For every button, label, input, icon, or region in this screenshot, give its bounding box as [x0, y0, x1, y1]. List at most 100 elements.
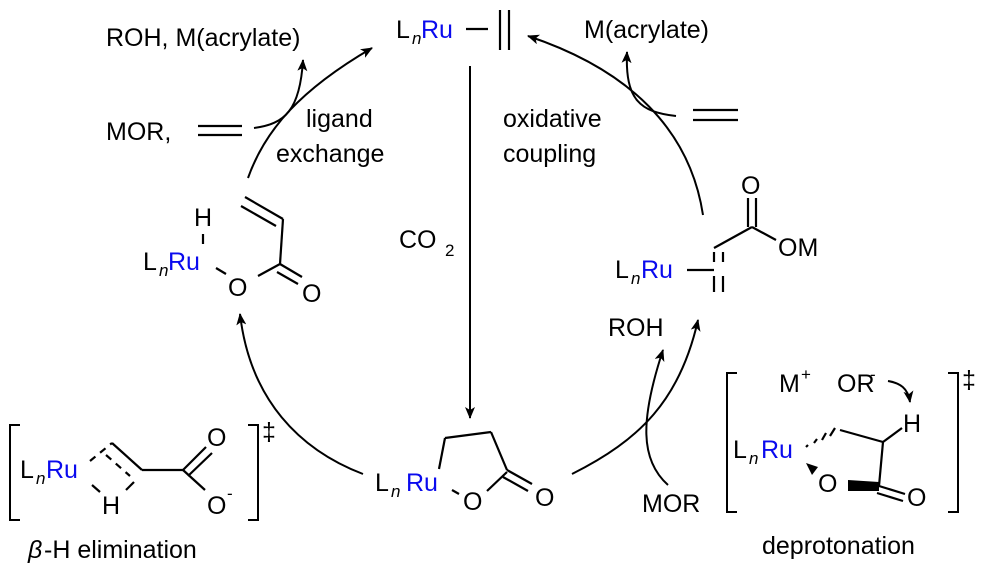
ligand-L: L: [375, 469, 389, 497]
c-c-bond: [278, 218, 285, 265]
carbonyl-bond-1: [878, 484, 906, 496]
metal-ru: Ru: [406, 469, 438, 497]
left-complex: L n Ru H O O: [143, 196, 321, 308]
ligand-n: n: [749, 449, 758, 468]
input-mor: MOR,: [106, 118, 171, 146]
acidic-hydrogen: H: [903, 410, 921, 438]
label-oxidative: oxidative: [503, 105, 602, 133]
input-mor-right: MOR: [642, 490, 700, 518]
metal-ru: Ru: [168, 248, 200, 276]
carbonyl-bond-1: [182, 446, 207, 471]
om-group: OM: [778, 234, 818, 262]
ch2-ch2-bond: [444, 430, 492, 440]
label-h-elimination: -H elimination: [44, 536, 197, 564]
c-o-bond: [182, 469, 206, 491]
product-m-acrylate: M(acrylate): [584, 16, 709, 44]
carbonyl-bond-1: [279, 263, 303, 278]
carbonyl-oxygen: O: [302, 280, 321, 308]
ts-beta-h-elimination: ‡ L n Ru H O O - β -H elimination: [9, 418, 276, 564]
bracket-right: [248, 424, 259, 521]
ligand-L: L: [20, 456, 34, 484]
right-complex: L n Ru O OM: [615, 172, 818, 292]
counter-ion-m: M: [779, 370, 800, 398]
arrow-mor-to-roh: [645, 349, 669, 486]
bottom-complex: L n Ru O O: [375, 430, 554, 516]
double-dagger: ‡: [262, 418, 276, 446]
alkoxide-or: OR: [837, 370, 875, 398]
carbonyl-oxygen: O: [535, 484, 554, 512]
m-charge: +: [801, 365, 811, 384]
carbonyl-oxygen: O: [207, 424, 226, 452]
arrow-release-products: [253, 59, 308, 129]
ligand-n: n: [159, 261, 168, 280]
bracket-right: [948, 372, 959, 513]
label-exchange: exchange: [276, 140, 384, 168]
ring-oxygen: O: [463, 488, 482, 516]
ru-c-partial-bond: [89, 442, 113, 462]
negative-charge: -: [227, 484, 233, 503]
carbonyl-bond-2: [876, 491, 904, 503]
hashed-bond: [805, 427, 836, 448]
metal-ru: Ru: [641, 256, 673, 284]
bracket-left: [9, 424, 20, 521]
ligand-n: n: [631, 269, 640, 288]
arrow-oxidative-coupling: [527, 34, 704, 216]
ru-o-bond: [451, 489, 460, 495]
arrow-deprotonation: [571, 319, 701, 475]
ligand-n: n: [391, 482, 400, 501]
ring-oxygen: O: [818, 470, 837, 498]
bracket-left: [726, 372, 737, 513]
double-dagger: ‡: [962, 366, 976, 394]
ligand-L: L: [396, 16, 410, 44]
label-coupling: coupling: [503, 140, 596, 168]
ru-ch2-bond: [437, 437, 447, 470]
carbonyl-oxygen: O: [741, 172, 760, 200]
ligand-L: L: [733, 436, 747, 464]
ch2-c-bond: [489, 431, 509, 471]
c-c-partial-pi: [105, 454, 131, 477]
wedge-bond-ru-o: [806, 463, 818, 475]
hydride-h: H: [194, 204, 212, 232]
c-h-bond: [882, 427, 903, 443]
bold-bond-o-c: [848, 480, 879, 491]
arrow-release-m-acrylate: [621, 51, 677, 117]
hydrogen: H: [102, 492, 120, 520]
c-h-partial: [125, 481, 135, 491]
label-co2-subscript: 2: [445, 241, 454, 260]
metal-ru: Ru: [421, 16, 453, 44]
or-charge: -: [870, 365, 876, 384]
carbonyl-bond-2: [276, 271, 299, 285]
o-c-bond: [486, 471, 508, 492]
carbonyl-bond-1: [506, 469, 533, 485]
vinyl-bond-2: [240, 205, 277, 227]
vinyl-bond-1: [244, 196, 284, 220]
carbonyl-bond-2: [502, 476, 529, 492]
arrow-proton-transfer: [887, 380, 914, 403]
top-complex: L n Ru: [396, 10, 511, 50]
label-beta: β: [27, 536, 42, 564]
label-deprotonation: deprotonation: [762, 532, 915, 560]
ester-oxygen: O: [228, 274, 247, 302]
metal-ru: Ru: [761, 436, 793, 464]
ch-c-bond: [877, 441, 885, 487]
ligand-L: L: [143, 248, 157, 276]
ru-o-bond: [215, 267, 227, 275]
byproduct-roh: ROH: [608, 314, 664, 342]
o-c-bond: [257, 263, 281, 277]
label-ligand: ligand: [306, 105, 373, 133]
c-om-bond: [751, 226, 777, 241]
ligand-L: L: [615, 256, 629, 284]
carboxylate-oxygen: O: [207, 492, 226, 520]
c-c-bond: [111, 442, 143, 471]
carbonyl-bond-2: [187, 452, 213, 477]
metal-ru: Ru: [46, 456, 78, 484]
label-co2: CO: [399, 226, 437, 254]
ligand-n: n: [36, 469, 45, 488]
products-roh-m-acrylate: ROH, M(acrylate): [106, 24, 300, 52]
ch2-ch-bond: [839, 428, 884, 444]
ru-h-partial-1: [91, 484, 101, 493]
arrow-beta-h-elimination: [236, 313, 364, 475]
ligand-n: n: [412, 29, 421, 48]
carbonyl-oxygen: O: [907, 484, 926, 512]
